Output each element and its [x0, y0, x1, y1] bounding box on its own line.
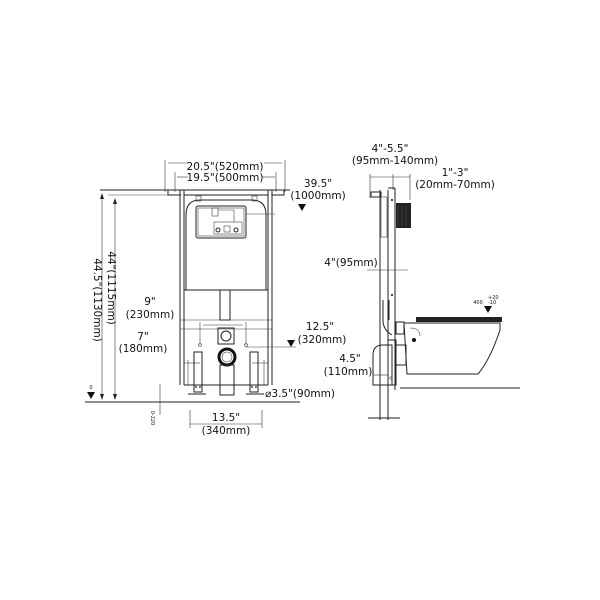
frame-depth-label: 4"(95mm) — [324, 257, 378, 269]
front-view — [85, 160, 306, 428]
bolt-height-mm-label: (230mm) — [126, 309, 175, 321]
leg-spacing-mm-label: (340mm) — [202, 425, 251, 437]
drain-diameter-label: ⌀3.5"(90mm) — [265, 388, 335, 400]
waste-height-in-label: 12.5" — [306, 321, 334, 333]
outlet-in-label: 4.5" — [339, 353, 361, 365]
depth-mm-label: (95mm-140mm) — [352, 155, 438, 167]
flush-height-mm-label: (1000mm) — [290, 190, 345, 202]
button-depth-in-label: 1"-3" — [442, 167, 469, 179]
outlet-mm-label: (110mm) — [324, 366, 373, 378]
leg-spacing-in-label: 13.5" — [212, 412, 240, 424]
height-frame-label: 44"(1115mm) — [105, 251, 117, 325]
waste-height-mm-label: (320mm) — [298, 334, 347, 346]
flush-height-in-label: 39.5" — [304, 178, 332, 190]
drain-height-in-label: 7" — [137, 331, 149, 343]
leg-adjust-label: 0-220 — [149, 411, 155, 426]
width-outer-label: 20.5"(520mm) — [187, 161, 264, 173]
button-depth-mm-label: (20mm-70mm) — [415, 179, 495, 191]
bowl-height-label: 400 — [473, 300, 483, 306]
width-inner-label: 19.5"(500mm) — [187, 172, 264, 184]
depth-in-label: 4"-5.5" — [372, 143, 409, 155]
bowl-tolerance-bottom: -10 — [488, 300, 496, 306]
drain-height-mm-label: (180mm) — [119, 343, 168, 355]
bolt-height-in-label: 9" — [144, 296, 156, 308]
height-total-label: 44.5"(1130mm) — [91, 258, 103, 342]
side-view — [367, 174, 520, 420]
bowl-tolerance-top: +20 — [488, 295, 499, 301]
floor-zero-label: 0 — [89, 385, 92, 391]
